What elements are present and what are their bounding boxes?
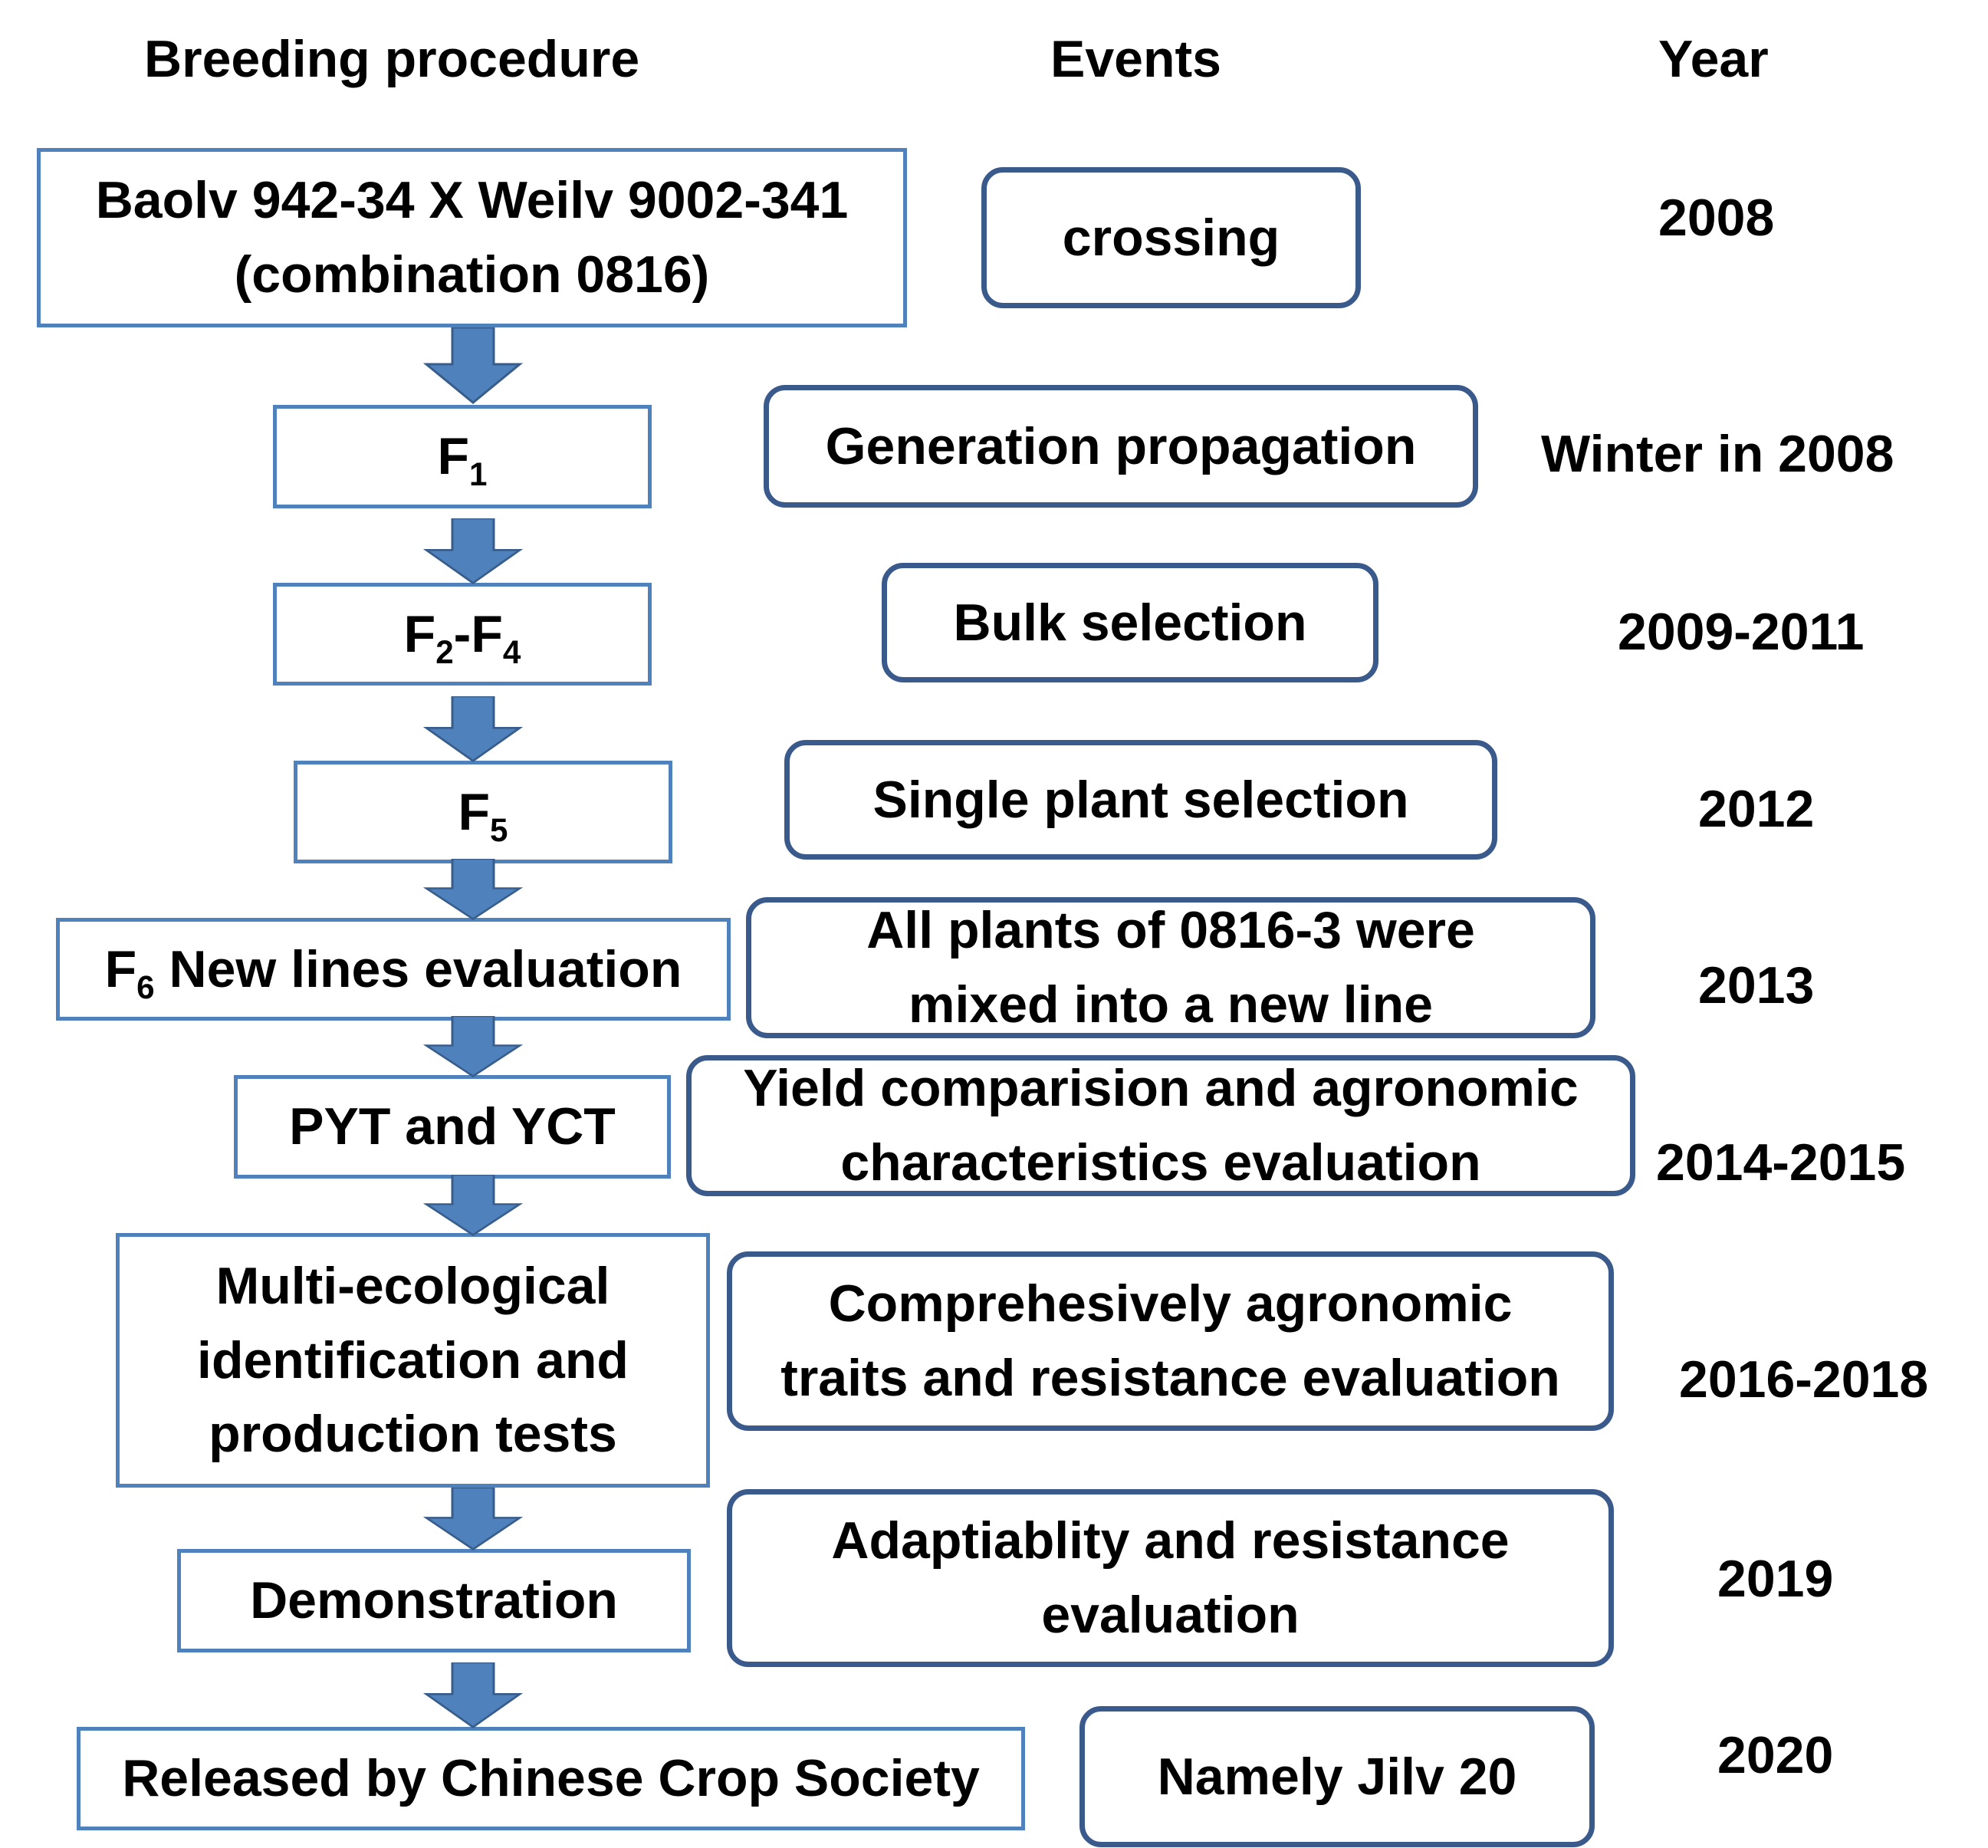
procedure-box-released: Released by Chinese Crop Society — [77, 1727, 1025, 1830]
event-line: evaluation — [1041, 1586, 1300, 1644]
event-box-bulk-selection: Bulk selection — [882, 563, 1378, 682]
down-arrow-icon — [423, 696, 523, 762]
down-arrow-icon — [423, 1016, 523, 1077]
generation-subscript: 1 — [469, 455, 488, 492]
event-box-agronomic-traits: Comprehesively agronomic traits and resi… — [727, 1251, 1614, 1431]
down-arrow-icon — [423, 327, 523, 404]
year-label: 2009-2011 — [1618, 603, 1865, 661]
year-label: Winter in 2008 — [1541, 425, 1894, 483]
event-line: Namely Jilv 20 — [1157, 1747, 1517, 1806]
down-arrow-icon — [423, 518, 523, 584]
generation-subscript: 5 — [490, 811, 508, 848]
event-line: Comprehesively agronomic — [828, 1274, 1513, 1333]
event-line: characteristics evaluation — [840, 1133, 1481, 1192]
procedure-line: (combination 0816) — [234, 245, 710, 304]
procedure-box-f6-new-lines: F6 New lines evaluation — [56, 918, 731, 1021]
year-label: 2008 — [1658, 189, 1775, 247]
procedure-line: Baolv 942-34 X Weilv 9002-341 — [95, 171, 849, 230]
generation-subscript: 6 — [136, 968, 155, 1005]
year-label: 2013 — [1698, 956, 1815, 1014]
year-label: 2016-2018 — [1679, 1350, 1929, 1409]
procedure-box-f2-f4: F2-F4 — [273, 583, 652, 686]
procedure-box-f5: F5 — [294, 761, 672, 863]
generation-range-separator: -F — [453, 604, 503, 663]
down-arrow-icon — [423, 1662, 523, 1728]
event-box-crossing: crossing — [981, 167, 1361, 308]
event-box-namely-jilv-20: Namely Jilv 20 — [1079, 1706, 1595, 1847]
event-box-generation-propagation: Generation propagation — [764, 385, 1478, 508]
year-label: 2014-2015 — [1656, 1133, 1906, 1192]
procedure-line: production tests — [209, 1405, 617, 1464]
procedure-line: PYT and YCT — [289, 1097, 616, 1156]
generation-symbol: F — [403, 604, 436, 663]
year-column-header: Year — [1658, 30, 1769, 88]
down-arrow-icon — [423, 859, 523, 920]
year-label: 2019 — [1717, 1550, 1834, 1608]
down-arrow-icon — [423, 1175, 523, 1236]
generation-subscript: 2 — [435, 633, 454, 670]
event-line: Adaptiablity and resistance — [831, 1511, 1510, 1570]
procedure-line: Demonstration — [250, 1571, 618, 1630]
event-box-yield-comparison: Yield comparision and agronomic characte… — [686, 1055, 1635, 1196]
procedure-box-f1: F1 — [273, 405, 652, 508]
procedure-box-crossing-parents: Baolv 942-34 X Weilv 9002-341 (combinati… — [37, 148, 907, 327]
generation-subscript: 4 — [502, 633, 521, 670]
events-column-header: Events — [1050, 30, 1221, 88]
event-line: Bulk selection — [953, 593, 1307, 652]
event-box-mixed-new-line: All plants of 0816-3 were mixed into a n… — [746, 897, 1595, 1038]
generation-symbol: F — [437, 427, 470, 486]
down-arrow-icon — [423, 1488, 523, 1550]
event-line: Single plant selection — [872, 770, 1409, 829]
procedure-line: Multi-ecological — [215, 1257, 610, 1316]
event-line: mixed into a new line — [909, 975, 1433, 1034]
procedure-line: Released by Chinese Crop Society — [122, 1749, 980, 1808]
procedure-box-pyt-yct: PYT and YCT — [234, 1075, 671, 1179]
procedure-column-header: Breeding procedure — [144, 30, 640, 88]
event-box-single-plant-selection: Single plant selection — [784, 740, 1497, 860]
event-line: Yield comparision and agronomic — [743, 1059, 1579, 1118]
procedure-line: identification and — [197, 1330, 629, 1389]
procedure-text: New lines evaluation — [154, 939, 682, 998]
procedure-line: F2-F4 — [404, 597, 521, 672]
procedure-line: F6 New lines evaluation — [105, 932, 682, 1007]
event-box-adaptability: Adaptiablity and resistance evaluation — [727, 1489, 1614, 1667]
procedure-line: F5 — [458, 775, 508, 850]
procedure-box-demonstration: Demonstration — [177, 1549, 691, 1652]
event-line: Generation propagation — [825, 416, 1417, 475]
procedure-box-multi-ecological: Multi-ecological identification and prod… — [116, 1233, 710, 1488]
generation-symbol: F — [104, 939, 137, 998]
event-line: crossing — [1062, 208, 1280, 267]
year-label: 2020 — [1717, 1726, 1834, 1784]
generation-symbol: F — [458, 782, 491, 841]
event-line: All plants of 0816-3 were — [866, 901, 1475, 960]
procedure-line: F1 — [438, 419, 488, 494]
year-label: 2012 — [1698, 780, 1815, 838]
event-line: traits and resistance evaluation — [780, 1349, 1560, 1407]
